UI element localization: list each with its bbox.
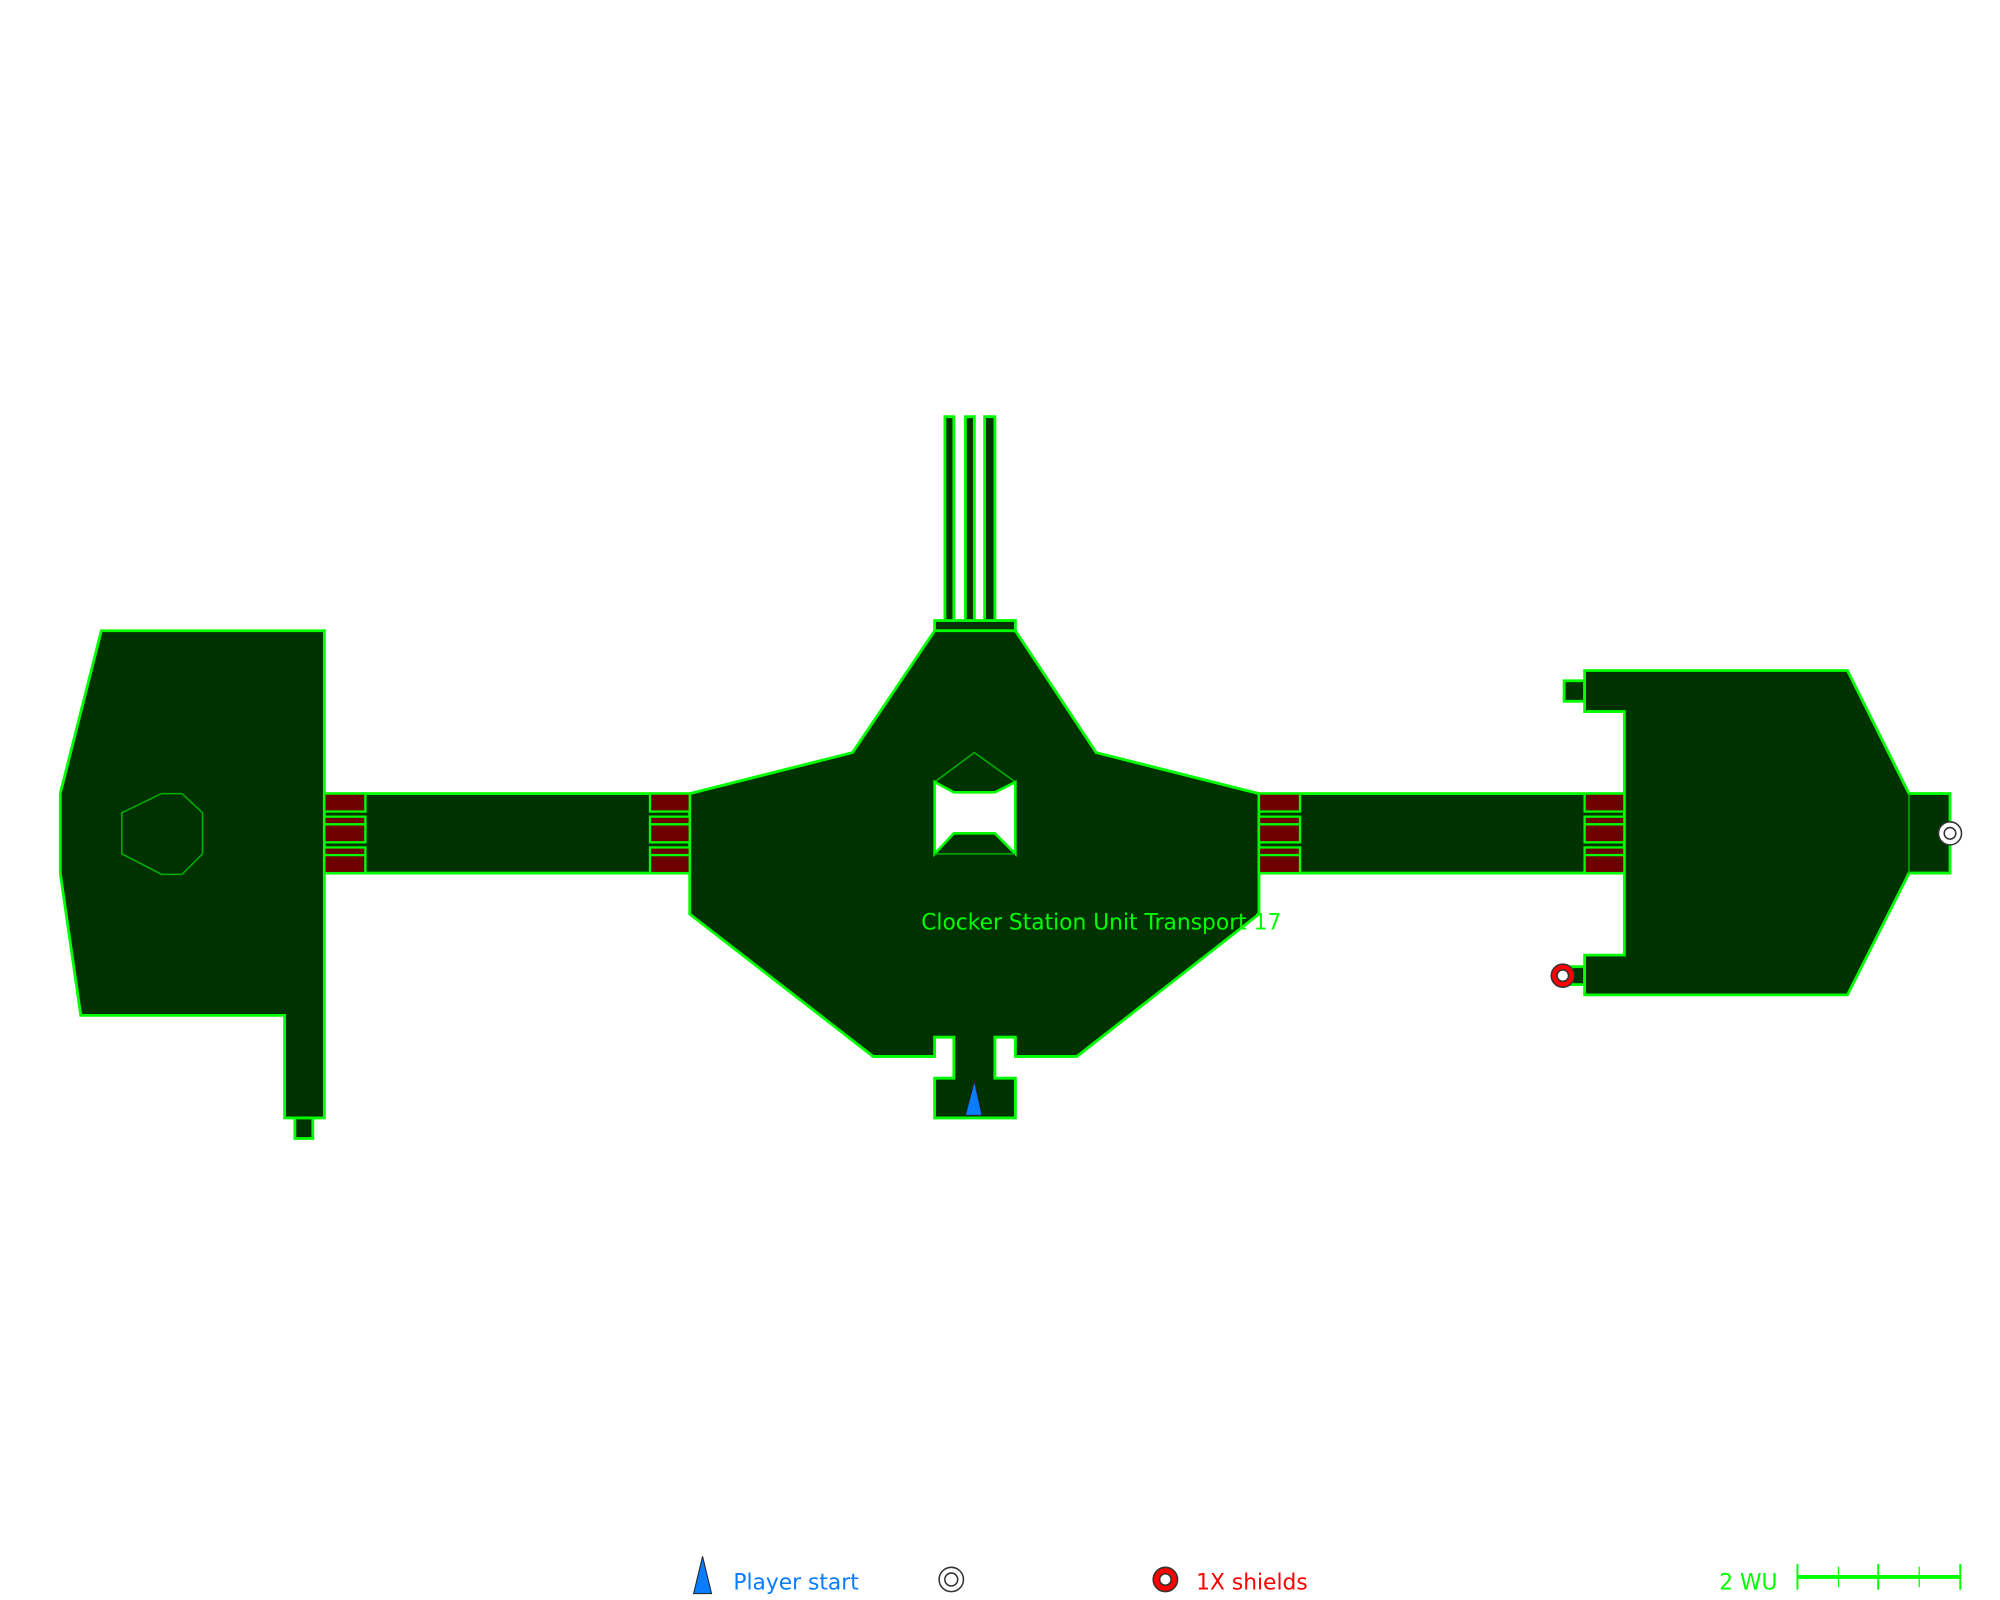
shields-label: 1X shields [1196, 1571, 1308, 1596]
door-left-1[interactable] [323, 792, 367, 875]
item-legend-icon [938, 1566, 965, 1593]
map-title: Clocker Station Unit Transport 17 [921, 910, 1281, 935]
pipe [983, 415, 997, 622]
pipe [943, 415, 956, 622]
door-left-2[interactable] [648, 792, 691, 875]
door-right-1[interactable] [1257, 792, 1302, 875]
center-room [688, 415, 1261, 1120]
left-room [58, 629, 326, 1140]
shield-legend-icon [1152, 1566, 1179, 1593]
player-start-icon [964, 1080, 983, 1116]
legend: Player start 1X shields 2 WU [692, 1556, 1962, 1596]
right-corridor [1257, 792, 1626, 875]
scale-label: 2 WU [1719, 1571, 1777, 1596]
left-corridor [322, 792, 692, 875]
player-start-legend-icon [692, 1556, 713, 1595]
right-room [1562, 669, 1952, 997]
left-room-stub [293, 1116, 315, 1140]
player-start-label: Player start [733, 1571, 859, 1596]
shield-item-icon[interactable] [1550, 963, 1576, 988]
pipe-base [933, 619, 1017, 633]
octagon-outline [121, 792, 204, 876]
item-marker-icon[interactable] [1937, 821, 1963, 846]
door-right-2[interactable] [1583, 792, 1626, 875]
pipe [963, 415, 976, 622]
scale-bar [1796, 1564, 1962, 1590]
right-room-stub [1562, 679, 1587, 703]
roof-outline [934, 751, 1016, 783]
